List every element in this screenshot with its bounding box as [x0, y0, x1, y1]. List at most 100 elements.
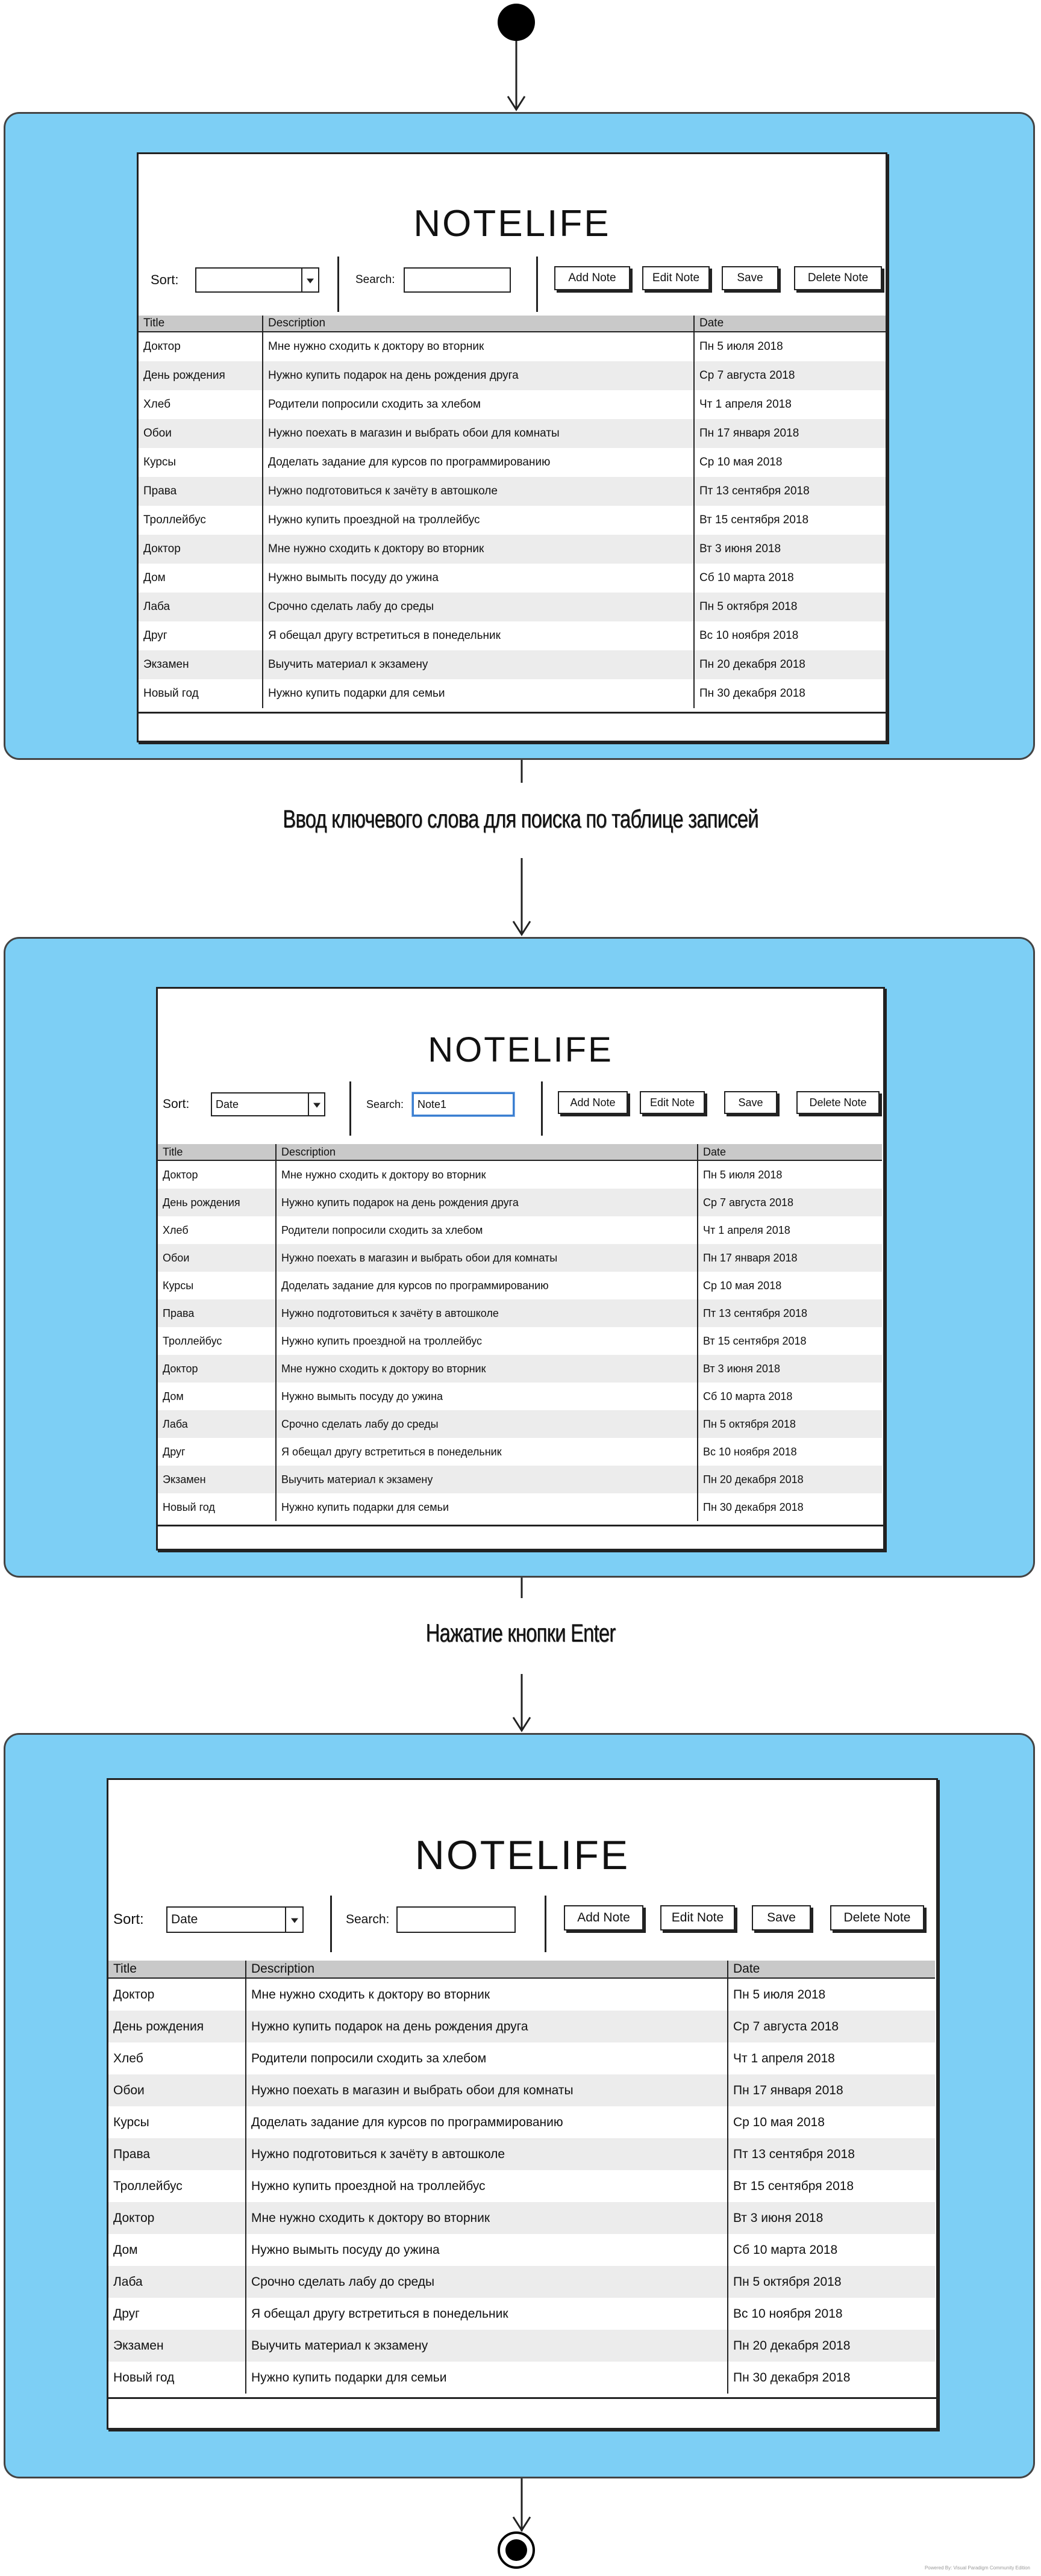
row-title: День рождения: [108, 2011, 246, 2042]
column-header-title[interactable]: Title: [139, 316, 263, 332]
sort-dropdown[interactable]: Date: [211, 1092, 325, 1116]
row-date: Пн 5 октября 2018: [728, 2266, 935, 2298]
sort-dropdown[interactable]: [195, 267, 319, 293]
arrowhead-4: [512, 2516, 531, 2532]
row-description: Срочно сделать лабу до среды: [263, 593, 695, 621]
search-input[interactable]: [396, 1906, 516, 1933]
add-note-button[interactable]: Add Note: [554, 266, 630, 290]
row-description: Нужно поехать в магазин и выбрать обои д…: [246, 2074, 728, 2106]
row-title: Доктор: [158, 1355, 277, 1383]
edit-note-button[interactable]: Edit Note: [660, 1905, 735, 1930]
row-description: Родители попросили сходить за хлебом: [276, 1216, 698, 1244]
delete-note-button[interactable]: Delete Note: [794, 266, 882, 290]
column-header-description[interactable]: Description: [263, 316, 695, 332]
delete-note-button[interactable]: Delete Note: [796, 1091, 880, 1114]
row-title: Обои: [108, 2074, 246, 2106]
column-header-date[interactable]: Date: [728, 1961, 935, 1979]
column-header-date[interactable]: Date: [698, 1144, 882, 1161]
chevron-down-icon[interactable]: [285, 1908, 302, 1932]
row-title: Друг: [158, 1438, 277, 1466]
row-date: Сб 10 марта 2018: [703, 1390, 793, 1402]
save-button[interactable]: Save: [722, 266, 778, 290]
save-button[interactable]: Save: [724, 1091, 777, 1114]
chevron-down-icon[interactable]: [308, 1094, 324, 1115]
search-input[interactable]: Note1: [411, 1092, 515, 1117]
row-date: Ср 7 августа 2018: [698, 1189, 882, 1216]
row-date: Вт 15 сентября 2018: [699, 514, 809, 526]
add-note-button[interactable]: Add Note: [564, 1905, 643, 1930]
column-header-date[interactable]: Date: [694, 316, 886, 332]
row-date: Пн 30 декабря 2018: [703, 1501, 804, 1513]
edit-note-button[interactable]: Edit Note: [642, 266, 710, 290]
search-input[interactable]: [404, 267, 511, 293]
row-description: Нужно подготовиться к зачёту в автошколе: [276, 1299, 698, 1327]
sort-dropdown[interactable]: Date: [166, 1906, 304, 1933]
column-header-title[interactable]: Title: [158, 1144, 277, 1161]
toolbar-divider: [349, 1081, 351, 1136]
initial-node: [498, 4, 535, 41]
row-date: Пн 20 декабря 2018: [698, 1466, 882, 1493]
column-header-description[interactable]: Description: [246, 1961, 728, 1979]
row-title: Дом: [139, 564, 263, 593]
chevron-down-icon[interactable]: [301, 269, 318, 291]
arrowhead-1: [507, 96, 526, 111]
row-description: Нужно купить подарки для семьи: [276, 1493, 698, 1521]
delete-note-button[interactable]: Delete Note: [830, 1905, 924, 1930]
row-title: Доктор: [139, 332, 263, 361]
row-description: Доделать задание для курсов по программи…: [263, 448, 695, 477]
row-date: Пн 5 июля 2018: [733, 1987, 826, 2002]
column-header-title[interactable]: Title: [108, 1961, 246, 1979]
row-description: Нужно вымыть посуду до ужина: [276, 1383, 698, 1410]
row-title: Хлеб: [139, 390, 263, 419]
add-note-button[interactable]: Add Note: [558, 1091, 628, 1114]
row-title: Лаба: [158, 1410, 277, 1438]
final-node: [498, 2531, 535, 2569]
save-button[interactable]: Save: [752, 1905, 811, 1930]
column-header-description[interactable]: Description: [276, 1144, 698, 1161]
edit-note-button[interactable]: Edit Note: [640, 1091, 705, 1114]
row-date: Пн 5 июля 2018: [699, 340, 783, 353]
